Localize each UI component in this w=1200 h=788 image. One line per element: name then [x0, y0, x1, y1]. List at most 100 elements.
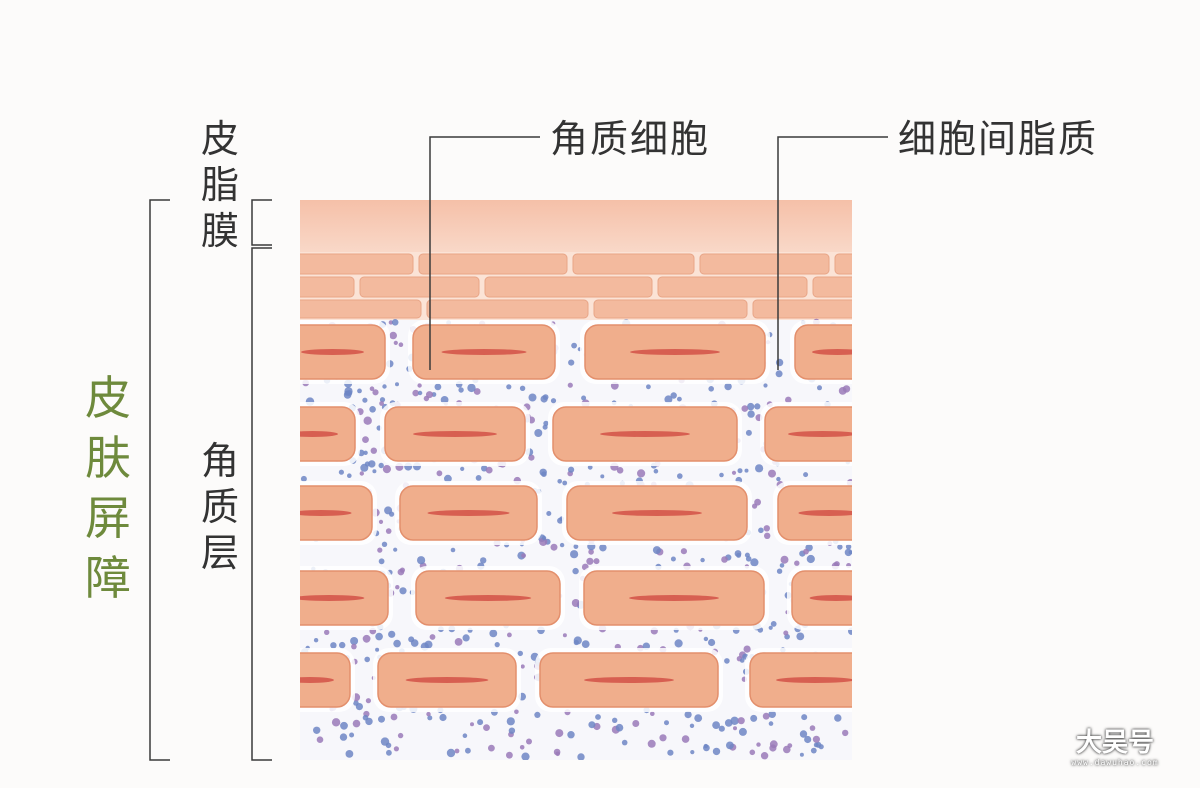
- lipid-particle: [477, 719, 484, 726]
- lipid-particle: [799, 730, 808, 738]
- cell-nucleus: [812, 349, 852, 355]
- lipid-particle: [417, 390, 423, 396]
- lipid-particle: [462, 634, 470, 642]
- lipid-particle: [712, 721, 720, 729]
- lipid-particle: [339, 733, 348, 741]
- lipid-particle: [770, 621, 777, 627]
- lipid-particle: [776, 476, 781, 482]
- lipid-leader-line: [777, 136, 888, 370]
- lipid-particle: [785, 396, 792, 404]
- lipid-particle: [343, 391, 352, 399]
- lipid-particle: [313, 638, 319, 643]
- lipid-particle: [664, 395, 673, 404]
- lipid-particle: [473, 388, 481, 395]
- lipid-particle: [664, 720, 669, 726]
- lipid-particle: [375, 632, 383, 641]
- lipid-particle: [393, 746, 399, 752]
- lipid-particle: [426, 391, 433, 399]
- lipid-particle: [355, 703, 363, 711]
- lipid-particle: [393, 639, 401, 648]
- lipid-particle: [345, 750, 354, 758]
- lipid-particle: [393, 547, 398, 552]
- lipid-particle: [818, 744, 824, 750]
- lipid-particle: [738, 727, 747, 736]
- lipid-particle: [379, 401, 384, 406]
- lipid-particle: [745, 429, 752, 436]
- upper-brick: [752, 299, 852, 319]
- lipid-particle: [534, 711, 541, 719]
- cell-nucleus: [300, 595, 365, 601]
- lipid-particle: [763, 525, 770, 532]
- lipid-particle: [721, 556, 728, 563]
- lipid-particle: [488, 744, 495, 752]
- lipid-particle: [750, 714, 758, 722]
- lipid-particle: [712, 747, 721, 756]
- lipid-particle: [339, 641, 346, 649]
- lipid-particle: [845, 544, 852, 550]
- cell-nucleus: [441, 349, 527, 355]
- lipid-particle: [776, 568, 783, 574]
- lipid-particle: [313, 726, 321, 734]
- barrier-bracket: [149, 199, 170, 761]
- lipid-particle: [528, 393, 537, 402]
- cell-nucleus: [405, 677, 489, 683]
- upper-brick: [572, 253, 695, 275]
- lipid-particle: [680, 548, 688, 555]
- lipid-particle: [571, 342, 577, 349]
- corneocyte-leader-line: [429, 136, 540, 370]
- lipid-particle: [331, 718, 341, 727]
- lipid-particle: [324, 629, 330, 635]
- lipid-particle: [362, 436, 369, 443]
- lipid-particle: [568, 359, 575, 366]
- lipid-particle: [370, 447, 377, 454]
- lipid-particle: [756, 742, 761, 747]
- upper-brick: [418, 253, 568, 275]
- lipid-particle: [796, 632, 805, 641]
- lipid-particle: [588, 721, 596, 729]
- cell-nucleus: [798, 510, 852, 516]
- lipid-particle: [750, 558, 759, 567]
- lipid-particle: [389, 511, 395, 517]
- intercellular-lipid-label: 细胞间脂质: [898, 117, 1099, 161]
- lipid-particle: [506, 717, 515, 726]
- lipid-particle: [444, 474, 452, 483]
- lipid-particle: [507, 632, 512, 638]
- cell-nucleus: [301, 349, 364, 355]
- lipid-particle: [677, 396, 682, 402]
- lipid-particle: [470, 722, 474, 727]
- lipid-particle: [562, 633, 567, 638]
- lipid-particle: [351, 643, 357, 650]
- cell-nucleus: [630, 349, 720, 355]
- lipid-particle: [553, 748, 561, 756]
- lipid-particle: [519, 385, 526, 391]
- lipid-particle: [485, 466, 493, 474]
- lipid-particle: [769, 744, 777, 752]
- lipid-particle: [330, 642, 337, 649]
- lipid-particle: [395, 585, 400, 590]
- upper-brick: [300, 299, 422, 319]
- cell-nucleus: [413, 431, 497, 437]
- stratum-corneum-label: 角质层: [200, 439, 239, 575]
- lipid-particle: [489, 629, 498, 638]
- upper-brick: [300, 276, 355, 298]
- lipid-particle: [747, 402, 755, 411]
- lipid-particle: [760, 752, 769, 760]
- lipid-particle: [737, 717, 745, 725]
- lipid-particle: [780, 555, 789, 564]
- lipid-particle: [521, 553, 526, 558]
- lipid-particle: [747, 410, 755, 418]
- lipid-particle: [571, 599, 580, 607]
- upper-brick: [359, 276, 480, 298]
- upper-brick: [484, 276, 653, 298]
- lipid-particle: [375, 647, 380, 652]
- lipid-particle: [734, 550, 742, 557]
- lipid-particle: [600, 474, 605, 479]
- sebum-film-label: 皮脂膜: [200, 117, 239, 253]
- cell-nucleus: [776, 677, 852, 683]
- lipid-particle: [801, 714, 808, 721]
- lipid-particle: [632, 720, 640, 727]
- lipid-particle: [557, 479, 562, 484]
- lipid-particle: [703, 743, 708, 749]
- sebum-film-layer: [300, 200, 852, 252]
- lipid-particle: [637, 469, 646, 478]
